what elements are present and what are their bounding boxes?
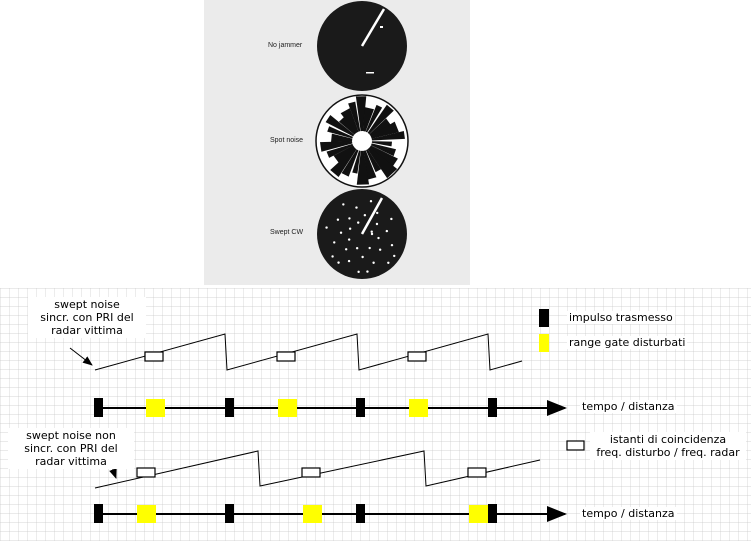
cw-dot: [331, 255, 334, 258]
cw-dot: [347, 259, 351, 263]
nosync-note-line2: sincr. con PRI del: [24, 442, 118, 455]
timing-diagram: swept noise sincr. con PRI del radar vit…: [0, 288, 751, 541]
nosync-coincidence-boxes: [136, 467, 487, 478]
legend-coincidence-line1: istanti di coincidenza: [609, 433, 727, 446]
legend-coincidence-symbol: [566, 440, 585, 451]
legend-coincidence-line2: freq. disturbo / freq. radar: [596, 446, 740, 459]
legend-pulse-label: impulso trasmesso: [567, 311, 675, 324]
sync-note-line2: sincr. con PRI del: [40, 311, 134, 324]
sync-gates: [146, 399, 428, 417]
nosync-note: swept noise non sincr. con PRI del radar…: [8, 428, 134, 469]
cw-dot: [347, 238, 351, 241]
sync-pulses: [94, 398, 497, 417]
sync-note-arrow: [69, 347, 93, 366]
cw-dot: [337, 261, 340, 264]
nosync-axis-label: tempo / distanza: [580, 507, 677, 520]
noise-spoke: [348, 101, 361, 132]
cw-dot: [348, 227, 352, 230]
noise-spoke: [325, 114, 355, 137]
scope-label-no-jammer: No jammer: [268, 42, 303, 49]
cw-dot: [390, 217, 393, 221]
sync-axis-label: tempo / distanza: [580, 400, 677, 413]
sync-note-line3: radar vittima: [51, 324, 123, 337]
cw-dot: [361, 255, 364, 259]
scope-spot-noise: [315, 94, 409, 188]
cw-dot: [342, 203, 345, 206]
legend-pulse-symbol: [539, 309, 549, 327]
cw-dot: [355, 206, 358, 209]
cw-dot: [339, 231, 343, 234]
noise-spoke: [340, 108, 359, 134]
noise-spoke: [371, 141, 392, 147]
cw-dot: [390, 243, 394, 247]
nosync-gates: [137, 505, 488, 523]
cw-dot: [378, 248, 382, 251]
cw-dot: [393, 254, 396, 258]
legend-gate-symbol: [539, 334, 549, 352]
sync-note-line1: swept noise: [54, 298, 120, 311]
scope-swept-cw: [317, 189, 407, 279]
noise-spoke: [338, 116, 357, 135]
cw-dot: [366, 270, 369, 273]
noise-spoke: [365, 104, 383, 133]
ppi-scopes: [315, 1, 409, 279]
cw-dot: [377, 236, 380, 240]
cw-dot: [375, 222, 379, 226]
noise-spoke: [371, 131, 405, 141]
cw-dot: [348, 217, 351, 220]
cw-dot: [372, 261, 375, 264]
noise-spoke: [320, 141, 353, 152]
scope-label-spot-noise: Spot noise: [270, 137, 304, 144]
noise-spoke: [362, 107, 375, 132]
scope-no-jammer: [317, 1, 407, 91]
noise-spoke: [330, 147, 357, 178]
cw-dot: [333, 241, 336, 244]
noise-spoke: [369, 118, 392, 137]
cw-dot: [368, 246, 371, 250]
nosync-note-line3: radar vittima: [35, 455, 107, 468]
cw-dot: [387, 261, 390, 264]
cw-dot: [369, 200, 373, 203]
legend-gate-label: range gate disturbati: [567, 336, 688, 349]
noise-spoke: [341, 149, 359, 177]
cw-dot: [355, 246, 359, 250]
legend-coincidence-label: istanti di coincidenza freq. disturbo / …: [590, 432, 746, 460]
noise-spoke: [331, 133, 353, 143]
noise-spoke: [356, 150, 370, 185]
noise-spoke: [369, 145, 398, 168]
noise-spoke: [367, 104, 394, 135]
scope-label-swept-cw: Swept CW: [270, 229, 304, 236]
cw-dot: [376, 211, 379, 215]
noise-spoke: [367, 147, 398, 179]
nosync-sawtooth: [94, 450, 541, 489]
cw-dot: [370, 232, 374, 236]
cw-dot: [357, 221, 360, 224]
noise-spoke: [333, 145, 355, 164]
sync-coincidence-boxes: [144, 351, 427, 362]
noise-spoke: [370, 121, 399, 139]
sync-note: swept noise sincr. con PRI del radar vit…: [28, 297, 146, 338]
nosync-pulses: [94, 504, 497, 523]
nosync-note-line1: swept noise non: [26, 429, 116, 442]
cw-dot: [325, 226, 328, 229]
cw-dot: [363, 214, 367, 217]
noise-spoke: [327, 126, 353, 139]
ppi-scope-panel: No jammer Spot noise Swept CW: [204, 0, 470, 285]
cw-dot: [366, 223, 369, 226]
cw-dot: [357, 270, 360, 274]
cw-dot: [370, 230, 373, 233]
cw-dot: [336, 218, 340, 221]
noise-spoke: [371, 143, 397, 157]
cw-dot: [385, 229, 389, 233]
sync-sawtooth: [94, 333, 523, 371]
noise-spoke: [326, 143, 354, 158]
cw-dot: [344, 248, 348, 251]
noise-spoke: [352, 150, 361, 174]
noise-spoke: [366, 149, 382, 173]
